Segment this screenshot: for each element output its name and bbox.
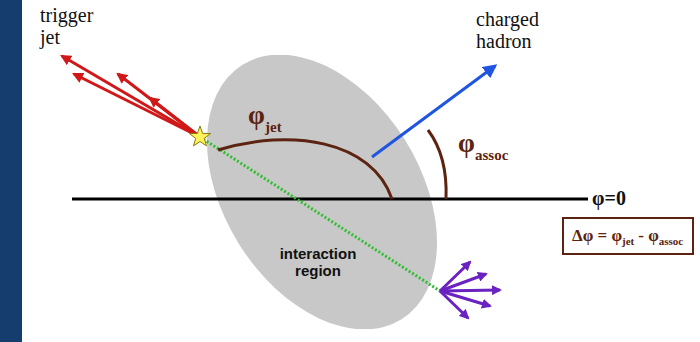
formula-box: Δφ = φjet - φassoc: [562, 217, 694, 255]
frame-strip: [0, 0, 22, 342]
axis-label: φ=0: [592, 186, 626, 210]
region-label: interaction region: [268, 245, 368, 279]
collision-star: [190, 126, 211, 146]
label-holder: φ=0: [592, 186, 626, 210]
interaction-region: interaction region: [207, 55, 437, 329]
hadron-arrow: [372, 66, 495, 157]
angle-subscript: jet: [265, 119, 282, 136]
formula-subscript: jet: [622, 235, 634, 247]
jet-arrow: [62, 56, 200, 137]
trigger-jet-arrows: [62, 56, 200, 137]
jet-arrow: [150, 98, 200, 137]
formula-subscript: assoc: [659, 235, 683, 247]
jet-arrow: [440, 291, 468, 318]
label-holder: charged hadron: [476, 8, 560, 52]
formula-text: Δφ = φ: [572, 225, 622, 247]
label-holder: assoc: [475, 147, 508, 164]
reference-axis: [72, 198, 588, 201]
label-holder: φ: [458, 128, 475, 158]
label-holder: trigger jet: [40, 4, 106, 48]
region-ellipse: [207, 55, 437, 329]
assoc-angle-arc: [428, 130, 446, 199]
text-holder: interaction region: [268, 245, 368, 279]
label-holder: φ: [248, 100, 265, 130]
label-holder: jet: [265, 119, 282, 136]
angle-subscript: assoc: [475, 147, 508, 164]
jet-arrow: [118, 74, 200, 137]
formula-text: - φ: [638, 225, 659, 247]
hadron-label: charged hadron: [476, 8, 560, 52]
jet-arrow: [74, 74, 200, 137]
jet-label: trigger jet: [40, 4, 106, 48]
formula-row: Δφ = φjet - φassoc: [572, 225, 683, 247]
region-outline: [207, 55, 437, 329]
away-jet-arrows: [440, 262, 500, 318]
angle-symbol: φ: [458, 128, 475, 158]
angle-symbol: φ: [248, 100, 265, 130]
jet-arrow: [440, 290, 500, 291]
jet-arrow: [440, 274, 486, 291]
